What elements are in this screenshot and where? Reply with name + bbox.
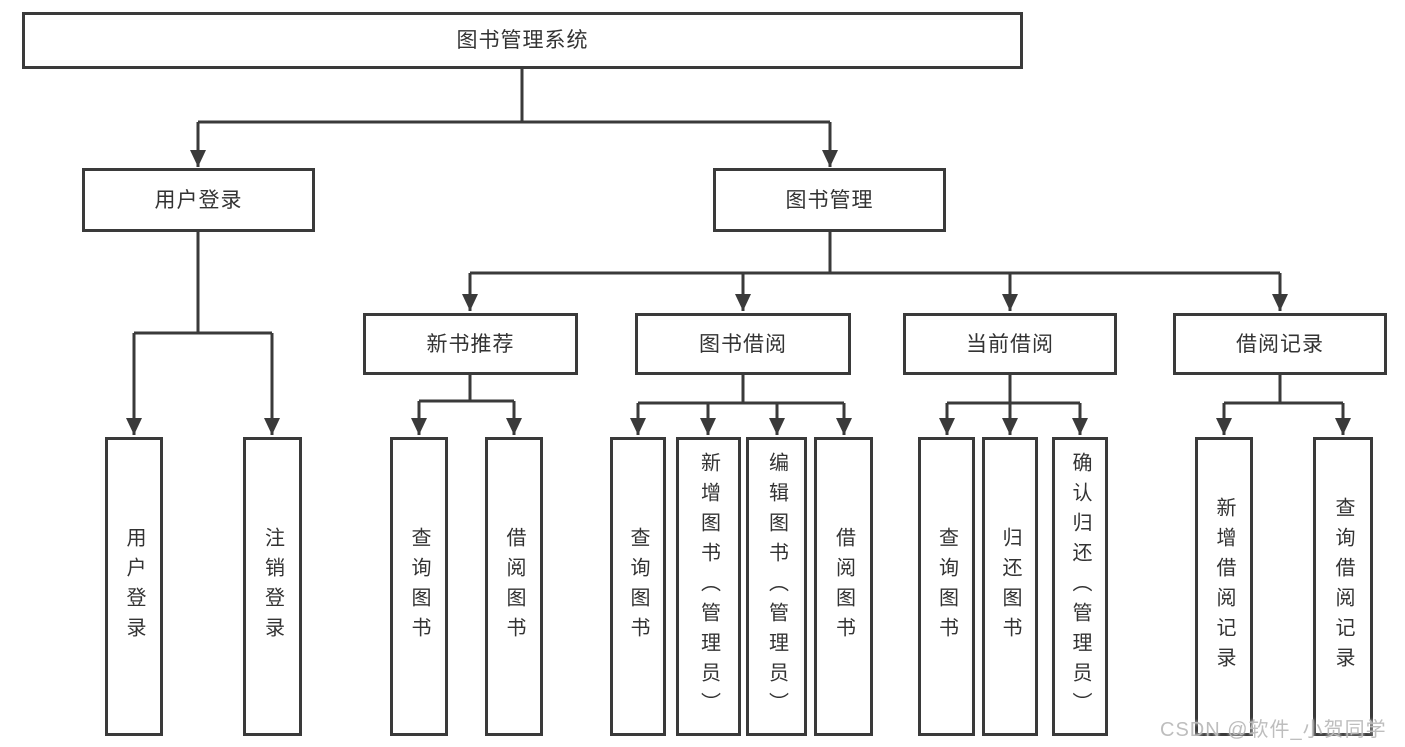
leaf-borrow-books-1-label: 借阅图书	[503, 526, 525, 647]
leaf-add-book-admin-label: 新增图书（管理员）	[697, 451, 720, 722]
leaf-edit-book-admin-label: 编辑图书（管理员）	[765, 451, 788, 722]
leaf-borrow-books-2-label: 借阅图书	[832, 526, 855, 647]
leaf-query-borrow-record: 查询借阅记录	[1313, 437, 1373, 736]
leaf-edit-book-admin: 编辑图书（管理员）	[746, 437, 807, 736]
leaf-borrow-books-1: 借阅图书	[485, 437, 543, 736]
node-current-borrowing: 当前借阅	[903, 313, 1117, 375]
leaf-query-books-2-label: 查询图书	[627, 526, 649, 647]
node-new-book-recommend-label: 新书推荐	[426, 332, 515, 356]
leaf-query-books-3-label: 查询图书	[935, 526, 958, 647]
node-book-management: 图书管理	[713, 168, 946, 232]
leaf-query-books-2: 查询图书	[610, 437, 666, 736]
leaf-add-borrow-record-label: 新增借阅记录	[1213, 496, 1235, 677]
leaf-return-books-label: 归还图书	[999, 526, 1021, 647]
node-root: 图书管理系统	[22, 12, 1023, 69]
leaf-add-borrow-record: 新增借阅记录	[1195, 437, 1253, 736]
node-book-management-label: 图书管理	[785, 188, 874, 212]
node-book-borrowing: 图书借阅	[635, 313, 851, 375]
node-borrowing-records: 借阅记录	[1173, 313, 1387, 375]
node-book-borrowing-label: 图书借阅	[699, 332, 787, 356]
leaf-borrow-books-2: 借阅图书	[814, 437, 873, 736]
node-current-borrowing-label: 当前借阅	[966, 332, 1054, 356]
leaf-query-books-3: 查询图书	[918, 437, 975, 736]
leaf-logout-label: 注销登录	[261, 526, 284, 647]
leaf-confirm-return-admin: 确认归还（管理员）	[1052, 437, 1108, 736]
csdn-watermark: CSDN @软件_小贺同学	[1160, 719, 1387, 741]
node-user-login-label: 用户登录	[154, 188, 243, 212]
node-new-book-recommend: 新书推荐	[363, 313, 578, 375]
leaf-query-books-1-label: 查询图书	[408, 526, 430, 647]
leaf-add-book-admin: 新增图书（管理员）	[676, 437, 741, 736]
leaf-user-login: 用户登录	[105, 437, 163, 736]
leaf-logout: 注销登录	[243, 437, 302, 736]
leaf-user-login-label: 用户登录	[123, 526, 145, 647]
node-root-label: 图书管理系统	[456, 29, 589, 52]
leaf-query-books-1: 查询图书	[390, 437, 448, 736]
node-borrowing-records-label: 借阅记录	[1236, 332, 1324, 356]
node-user-login: 用户登录	[82, 168, 315, 232]
leaf-return-books: 归还图书	[982, 437, 1038, 736]
leaf-query-borrow-record-label: 查询借阅记录	[1332, 496, 1354, 677]
leaf-confirm-return-admin-label: 确认归还（管理员）	[1069, 451, 1091, 722]
